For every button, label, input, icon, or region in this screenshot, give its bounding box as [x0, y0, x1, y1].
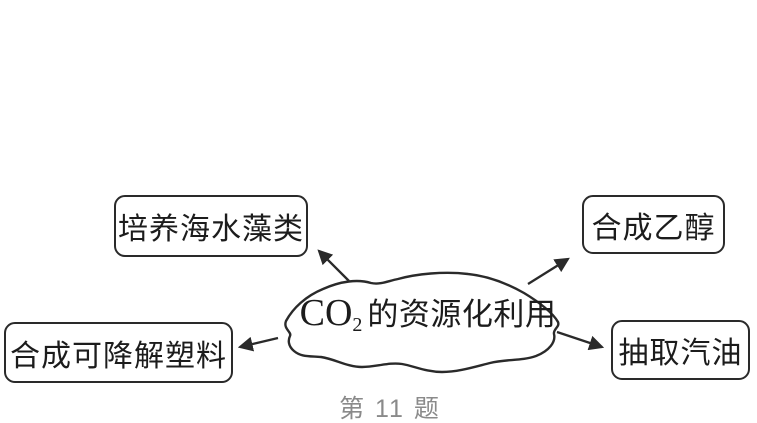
center-cloud-outline	[284, 271, 560, 374]
node-synthesize-degradable-plastic: 合成可降解塑料	[4, 322, 233, 383]
node-extract-gasoline: 抽取汽油	[611, 320, 750, 380]
figure-caption: 第 11 题	[339, 395, 441, 423]
node-extract-gasoline-label: 抽取汽油	[618, 337, 743, 370]
node-cultivate-algae: 培养海水藻类	[114, 195, 308, 257]
arrow-to-cultivate-algae	[317, 249, 350, 282]
node-synthesize-degradable-plastic-label: 合成可降解塑料	[10, 339, 227, 373]
arrow-to-extract-gasoline	[556, 330, 605, 351]
node-cultivate-algae-label: 培养海水藻类	[118, 213, 304, 246]
arrow-to-synthesize-degradable-plastic	[237, 336, 279, 352]
arrow-to-synthesize-ethanol	[527, 257, 570, 285]
co2-formula-subscript: 2	[352, 314, 363, 336]
center-node-suffix-text: 的资源化利用	[367, 297, 557, 332]
node-synthesize-ethanol-label: 合成乙醇	[591, 211, 716, 245]
co2-formula-text: CO	[299, 292, 353, 334]
node-synthesize-ethanol: 合成乙醇	[582, 195, 725, 254]
